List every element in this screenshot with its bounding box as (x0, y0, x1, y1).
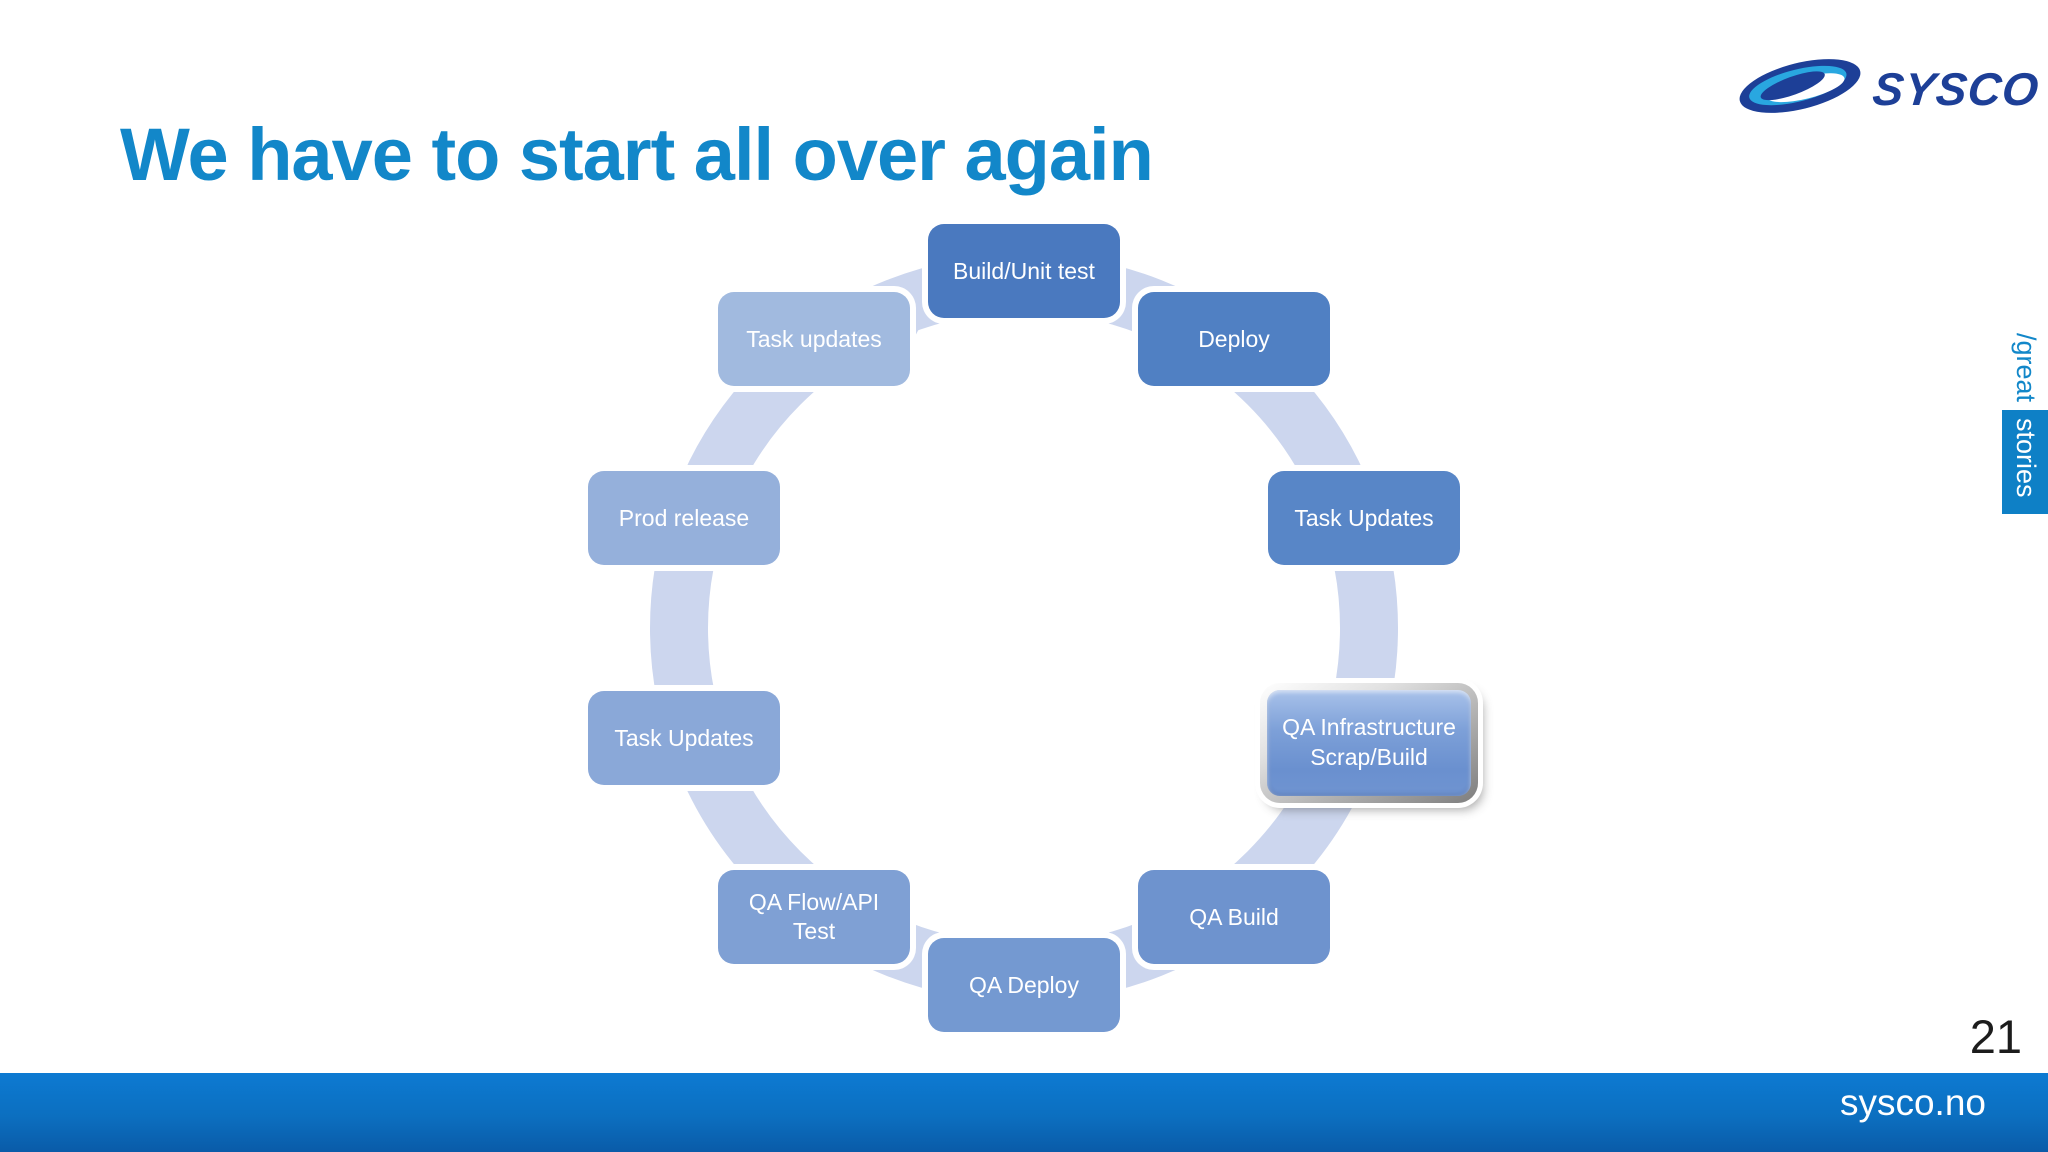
cycle-step-task-updates-right: Task Updates (1268, 471, 1460, 565)
footer-url: sysco.no (1839, 1082, 1986, 1123)
cycle-step-label: Task Updates (1294, 504, 1434, 531)
cycle-step-label: Task updates (746, 325, 882, 352)
cycle-step-deploy: Deploy (1138, 292, 1330, 386)
side-tab-highlight: stories (2002, 410, 2048, 514)
cycle-step-build-unit-test: Build/Unit test (928, 224, 1120, 318)
cycle-step-label: QA Deploy (969, 971, 1079, 998)
cycle-step-task-updates-top: Task updates (718, 292, 910, 386)
cycle-step-qa-infrastructure-frame: QA Infrastructure Scrap/Build (1260, 683, 1478, 803)
cycle-step-qa-flow-api-test: QA Flow/API Test (718, 870, 910, 964)
cycle-step-qa-build: QA Build (1138, 870, 1330, 964)
cycle-step-label: Build/Unit test (953, 257, 1095, 284)
cycle-step-qa-infrastructure: QA Infrastructure Scrap/Build (1267, 690, 1471, 796)
cycle-step-label: Prod release (618, 504, 750, 531)
sysco-swoosh-icon (1735, 58, 1865, 119)
page-title: We have to start all over again (120, 113, 1154, 196)
page-number: 21 (1969, 1010, 2022, 1063)
cycle-step-task-updates-left: Task Updates (588, 691, 780, 785)
side-tab-prefix: /great (2011, 333, 2041, 403)
cycle-step-prod-release: Prod release (588, 471, 780, 565)
side-tab-great-stories: /great stories (2002, 333, 2048, 514)
sysco-logo: SYSCO (1735, 58, 2042, 119)
cycle-step-label: QA Infrastructure Scrap/Build (1282, 714, 1456, 770)
cycle-step-label: QA Flow/API Test (748, 889, 880, 944)
cycle-step-qa-deploy: QA Deploy (928, 938, 1120, 1032)
cycle-step-label: QA Build (1189, 903, 1279, 930)
footer-bar: sysco.no (0, 1073, 2048, 1152)
cycle-step-label: Task Updates (614, 724, 754, 751)
cycle-step-label: Deploy (1198, 325, 1270, 352)
